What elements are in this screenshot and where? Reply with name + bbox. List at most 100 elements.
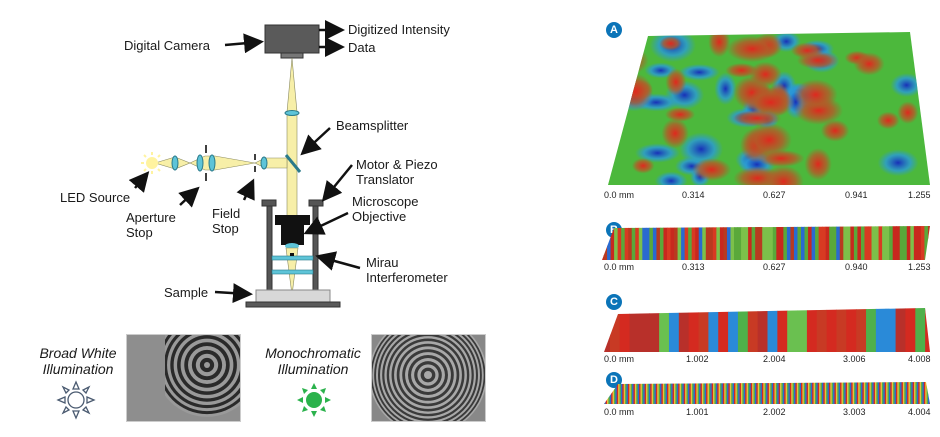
surface-ridge	[677, 226, 682, 260]
surface-ridge	[737, 226, 742, 260]
surface-ridge	[718, 382, 721, 404]
surface-ridge	[670, 226, 675, 260]
surface-ridge	[686, 382, 689, 404]
surface-ridge	[815, 226, 820, 260]
surface-valley	[678, 64, 720, 81]
mirau-plate-2	[271, 269, 314, 275]
surface-ridge	[654, 382, 657, 404]
surface-ridge	[664, 382, 666, 404]
surface-ridge	[805, 382, 807, 404]
surface-ridge	[833, 382, 835, 404]
surface-ridge	[748, 226, 753, 260]
surface-ridge	[638, 226, 643, 260]
surface-ridge	[885, 308, 897, 352]
arrow-camera	[224, 33, 264, 54]
surface-ridge	[731, 382, 733, 404]
surface-ridge	[842, 382, 845, 404]
surface-ridge	[874, 382, 877, 404]
surface-ridge	[857, 226, 862, 260]
surface-ridge	[616, 382, 619, 404]
surface-ridge	[612, 382, 615, 404]
label-field-line2: Stop	[212, 221, 239, 236]
surface-ridge	[709, 226, 714, 260]
surface-ridge	[755, 226, 760, 260]
condenser-lens	[171, 155, 179, 171]
surface-ridge	[905, 382, 908, 404]
label-sample: Sample	[164, 285, 209, 300]
optical-schematic	[128, 20, 361, 308]
surface-ridge	[699, 382, 701, 404]
surface-ridge	[921, 382, 923, 404]
surface-peak	[732, 110, 782, 127]
surface-ridge	[856, 382, 859, 404]
surface-ridge	[826, 382, 828, 404]
surface-ridge	[611, 382, 613, 404]
surface-ridge	[711, 382, 714, 404]
surface-ridge	[897, 382, 900, 404]
surface-ridge	[889, 226, 894, 260]
label-microscope-objective: Microscope Objective	[352, 194, 418, 224]
broad-line1: Broad White	[39, 345, 117, 361]
surface-ridge	[802, 382, 805, 404]
surface-ridge	[716, 226, 721, 260]
surface-ridge	[609, 308, 621, 352]
surface-ridge	[698, 308, 709, 352]
surface-ridge	[869, 382, 872, 404]
surface-ridge	[762, 226, 767, 260]
surface-ridge	[846, 226, 851, 260]
surface-ridge	[657, 382, 659, 404]
surface-ridge	[604, 382, 605, 404]
surface-ridge	[812, 382, 814, 404]
tick-d-1: 1.001	[686, 407, 709, 417]
surface-ridge	[631, 226, 636, 260]
surface-ridge	[757, 382, 760, 404]
surface-ridge	[932, 372, 934, 406]
surface-ridge	[870, 382, 873, 404]
surface-ridge	[703, 382, 705, 404]
surface-ridge	[859, 382, 862, 404]
surface-ridge	[715, 382, 718, 404]
surface-ridge	[658, 382, 661, 404]
surface-ridge	[728, 382, 731, 404]
surface-ridge	[852, 382, 855, 404]
surface-ridge	[624, 226, 629, 260]
surface-ridge	[896, 226, 901, 260]
surface-ridge	[649, 308, 660, 352]
surface-ridge	[920, 226, 925, 260]
surface-ridge	[692, 382, 694, 404]
surface-ridge	[700, 382, 703, 404]
surface-ridge	[758, 226, 763, 260]
surface-ridge	[682, 382, 685, 404]
arrow-led	[128, 171, 150, 193]
fringe-ring	[424, 371, 432, 379]
surface-ridge	[835, 382, 838, 404]
surface-peak	[659, 36, 682, 51]
surface-ridge	[826, 308, 837, 352]
beam-to-splitter	[254, 157, 288, 169]
surface-ridge	[876, 382, 879, 404]
surface-ridge	[628, 226, 633, 260]
surface-ridge	[785, 382, 788, 404]
surface-ridge	[825, 226, 830, 260]
surface-ridge	[931, 222, 935, 262]
surface-ridge	[770, 382, 772, 404]
surface-ridge	[916, 382, 919, 404]
surface-peak	[631, 158, 655, 174]
surface-ridge	[891, 382, 894, 404]
surface-ridge	[886, 382, 888, 404]
surface-map-c	[604, 308, 930, 352]
surface-ridge	[635, 226, 640, 260]
surface-ridge	[836, 308, 847, 352]
arrow-field	[236, 178, 255, 201]
surface-ridge	[910, 226, 915, 260]
surface-ridge	[912, 382, 915, 404]
surface-ridge	[696, 382, 699, 404]
surface-ridge	[688, 226, 693, 260]
surface-ridge	[667, 382, 669, 404]
surface-ridge	[913, 226, 918, 260]
surface-ridge	[856, 308, 867, 352]
surface-ridge	[753, 382, 756, 404]
tick-a-0: 0.0 mm	[604, 190, 635, 200]
surface-ridge	[602, 226, 605, 260]
tick-d-4: 4.004	[908, 407, 931, 417]
